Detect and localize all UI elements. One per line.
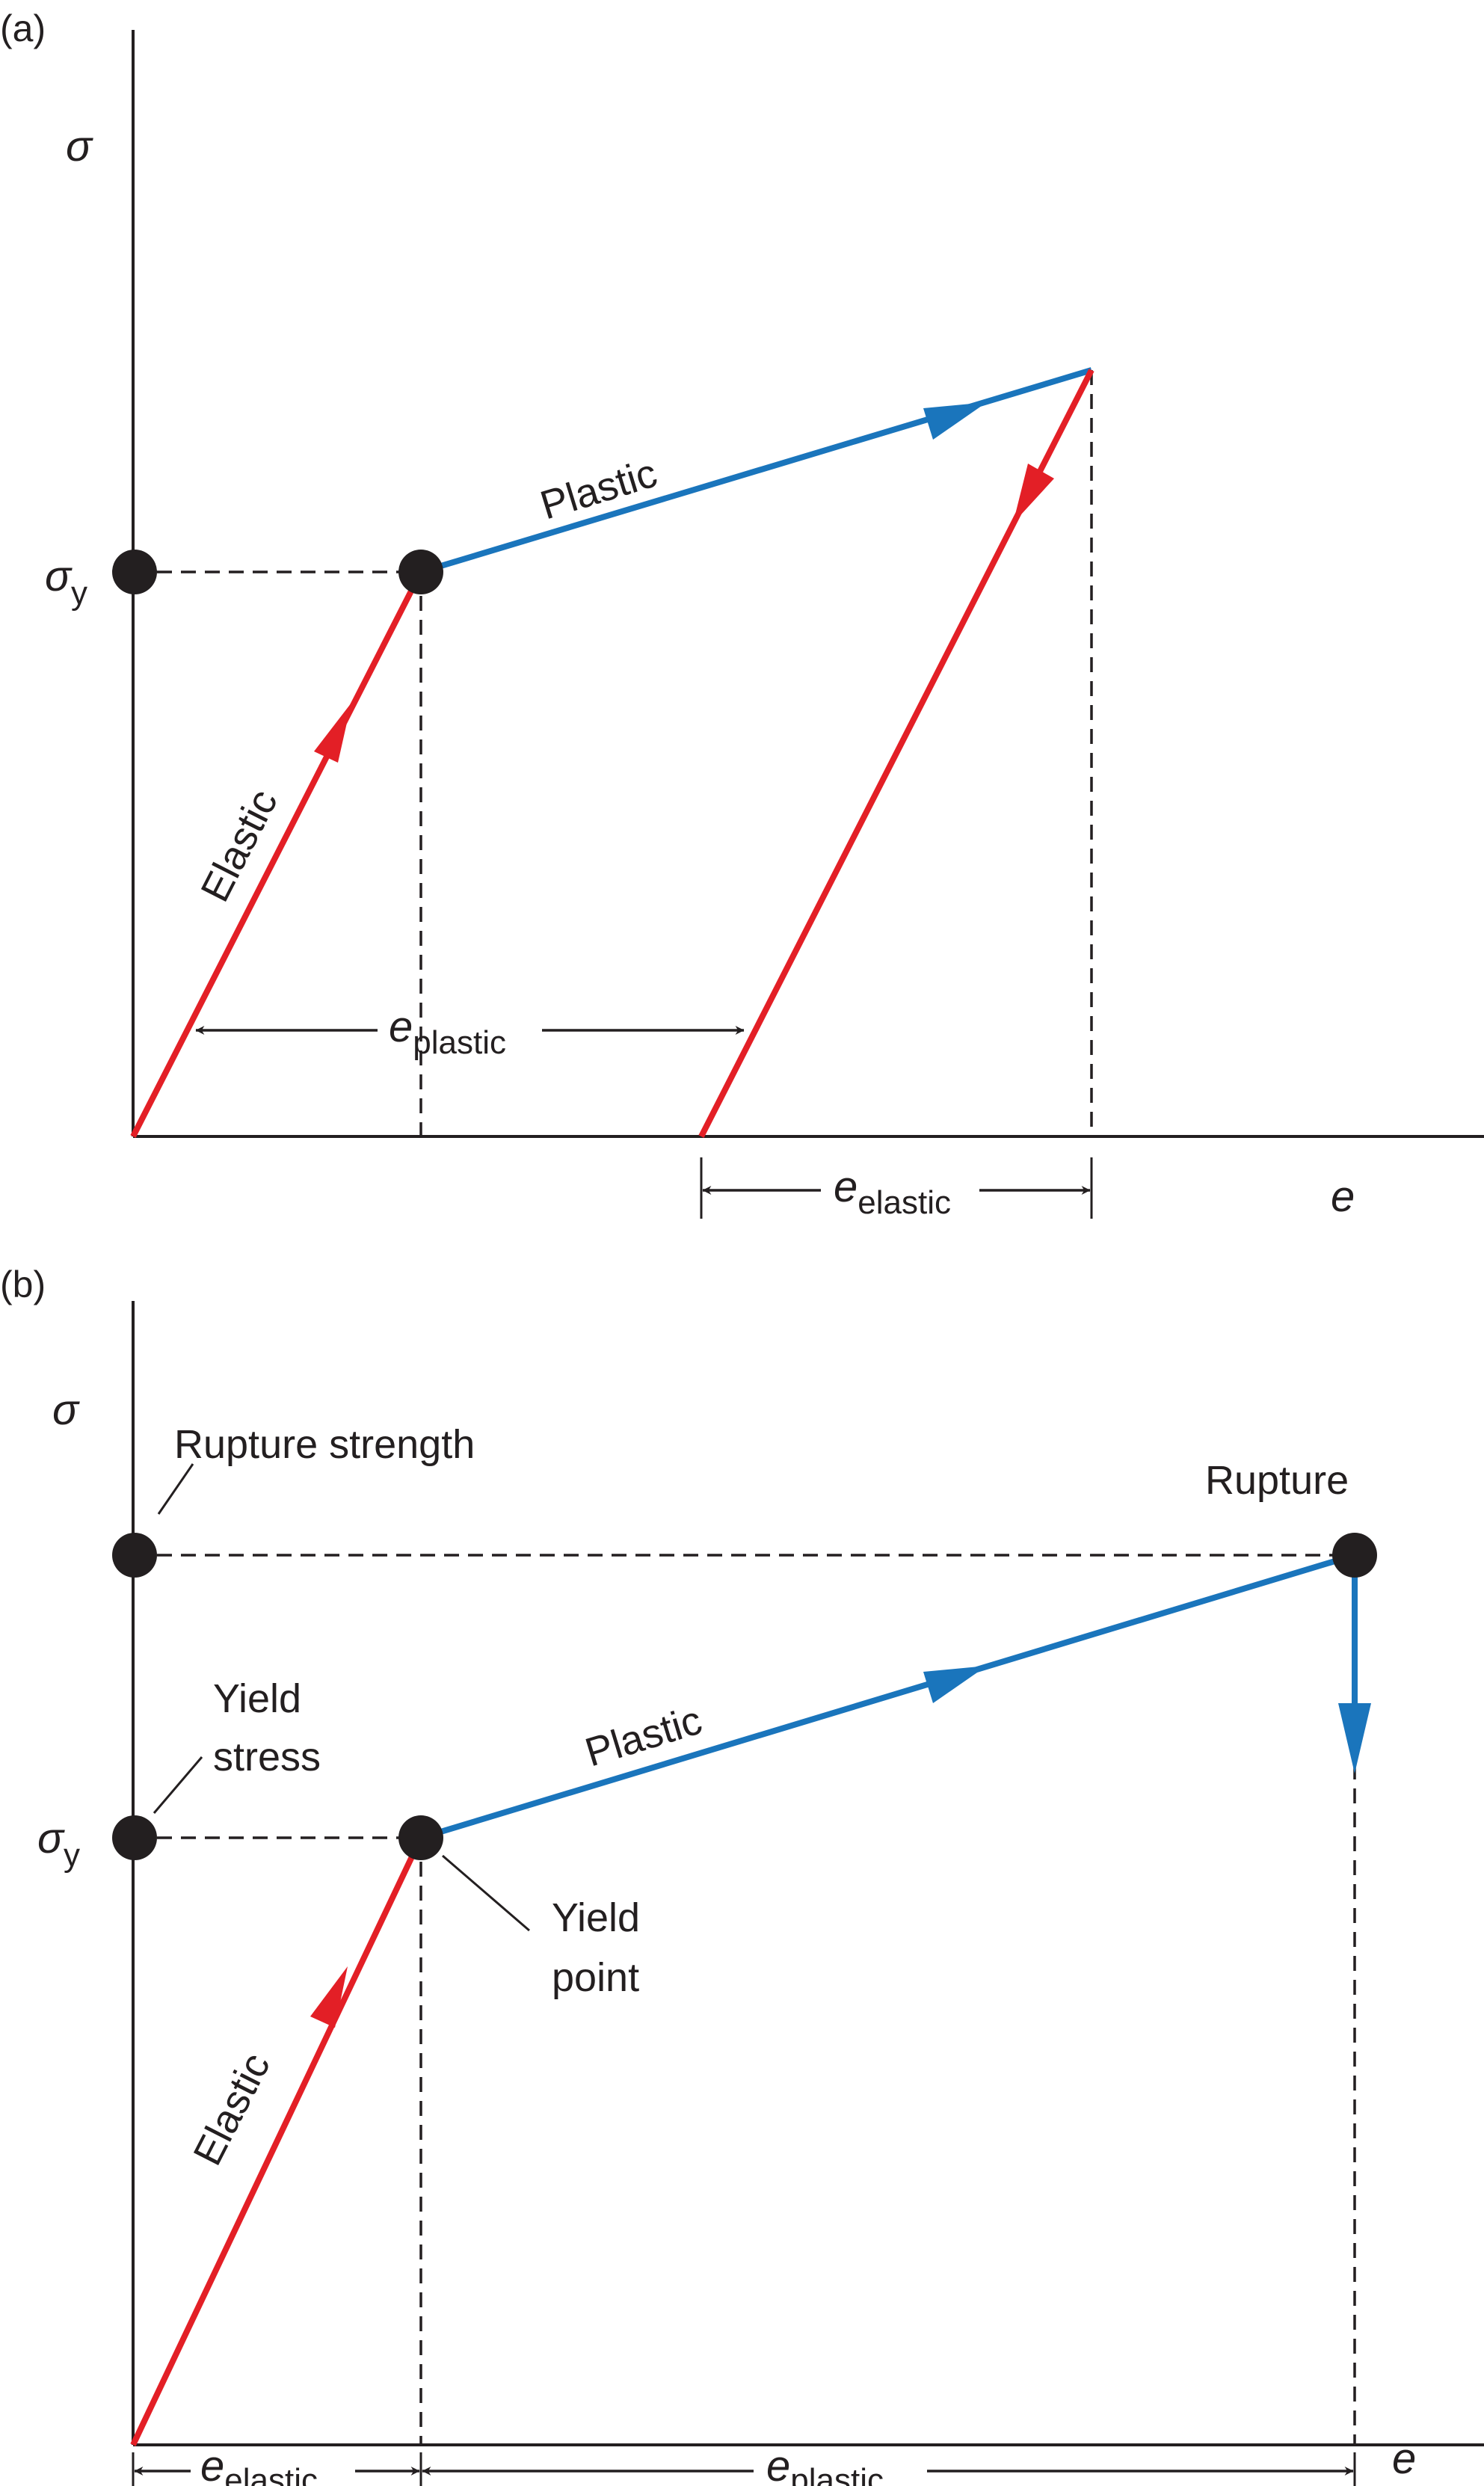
panel-a-x-axis-label: e <box>1331 1172 1355 1221</box>
panel-b-sigma-y-dot <box>112 1815 157 1860</box>
yield-point-leader <box>442 1854 530 1932</box>
yield-point-dot <box>398 1815 443 1860</box>
panel-b-e-elastic-label: eelastic <box>200 2442 318 2486</box>
panel-a-elastic-loading-line <box>130 570 424 1138</box>
rupture-dot <box>1332 1533 1377 1578</box>
panel-b-plastic-arrow-icon <box>923 1666 987 1703</box>
panel-a: (a) σ e σy Elastic Plastic eplastic <box>0 7 1484 1221</box>
panel-b-label: (b) <box>0 1264 46 1305</box>
panel-b-elastic-arrow-icon <box>310 1966 348 2028</box>
panel-a-e-plastic-label: eplastic <box>389 1003 506 1061</box>
rupture-label: Rupture <box>1205 1458 1349 1503</box>
rupture-strength-leader <box>157 1463 194 1515</box>
panel-b-y-axis-label: σ <box>52 1385 80 1434</box>
rupture-strength-label: Rupture strength <box>174 1422 475 1467</box>
yield-stress-label-line1: Yield <box>213 1676 301 1721</box>
panel-a-sigma-y-label: σy <box>45 552 87 612</box>
panel-a-yield-dot <box>398 550 443 594</box>
panel-a-e-elastic-label: eelastic <box>834 1163 951 1221</box>
panel-a-plastic-line <box>419 367 1093 575</box>
yield-stress-leader <box>153 1756 203 1814</box>
panel-a-label: (a) <box>0 7 46 49</box>
panel-b-e-plastic-label: eplastic <box>766 2442 884 2486</box>
panel-b-elastic-label: Elastic <box>185 2046 279 2172</box>
yield-stress-label-line2: stress <box>213 1735 321 1779</box>
panel-a-y-axis-label: σ <box>66 122 93 170</box>
panel-b-plastic-line <box>419 1552 1356 1841</box>
panel-b-elastic-line <box>130 1836 424 2446</box>
panel-b: (b) σ e σy Rupture strength Rupture Yiel… <box>0 1264 1484 2486</box>
panel-a-elastic-arrow-icon <box>314 703 351 763</box>
panel-a-sigma-y-dot <box>112 550 157 594</box>
panel-a-elastic-label: Elastic <box>192 782 286 908</box>
rupture-strength-dot <box>112 1533 157 1578</box>
panel-b-plastic-label: Plastic <box>580 1698 707 1776</box>
panel-a-plastic-arrow-icon <box>923 402 987 440</box>
panel-b-rupture-arrow-icon <box>1338 1703 1371 1773</box>
yield-point-label-line2: point <box>552 1955 639 2000</box>
panel-b-sigma-y-label: σy <box>37 1814 80 1874</box>
yield-point-label-line1: Yield <box>552 1895 640 1940</box>
panel-b-x-axis-label: e <box>1392 2434 1416 2483</box>
panel-a-unloading-arrow-icon <box>1013 464 1054 523</box>
